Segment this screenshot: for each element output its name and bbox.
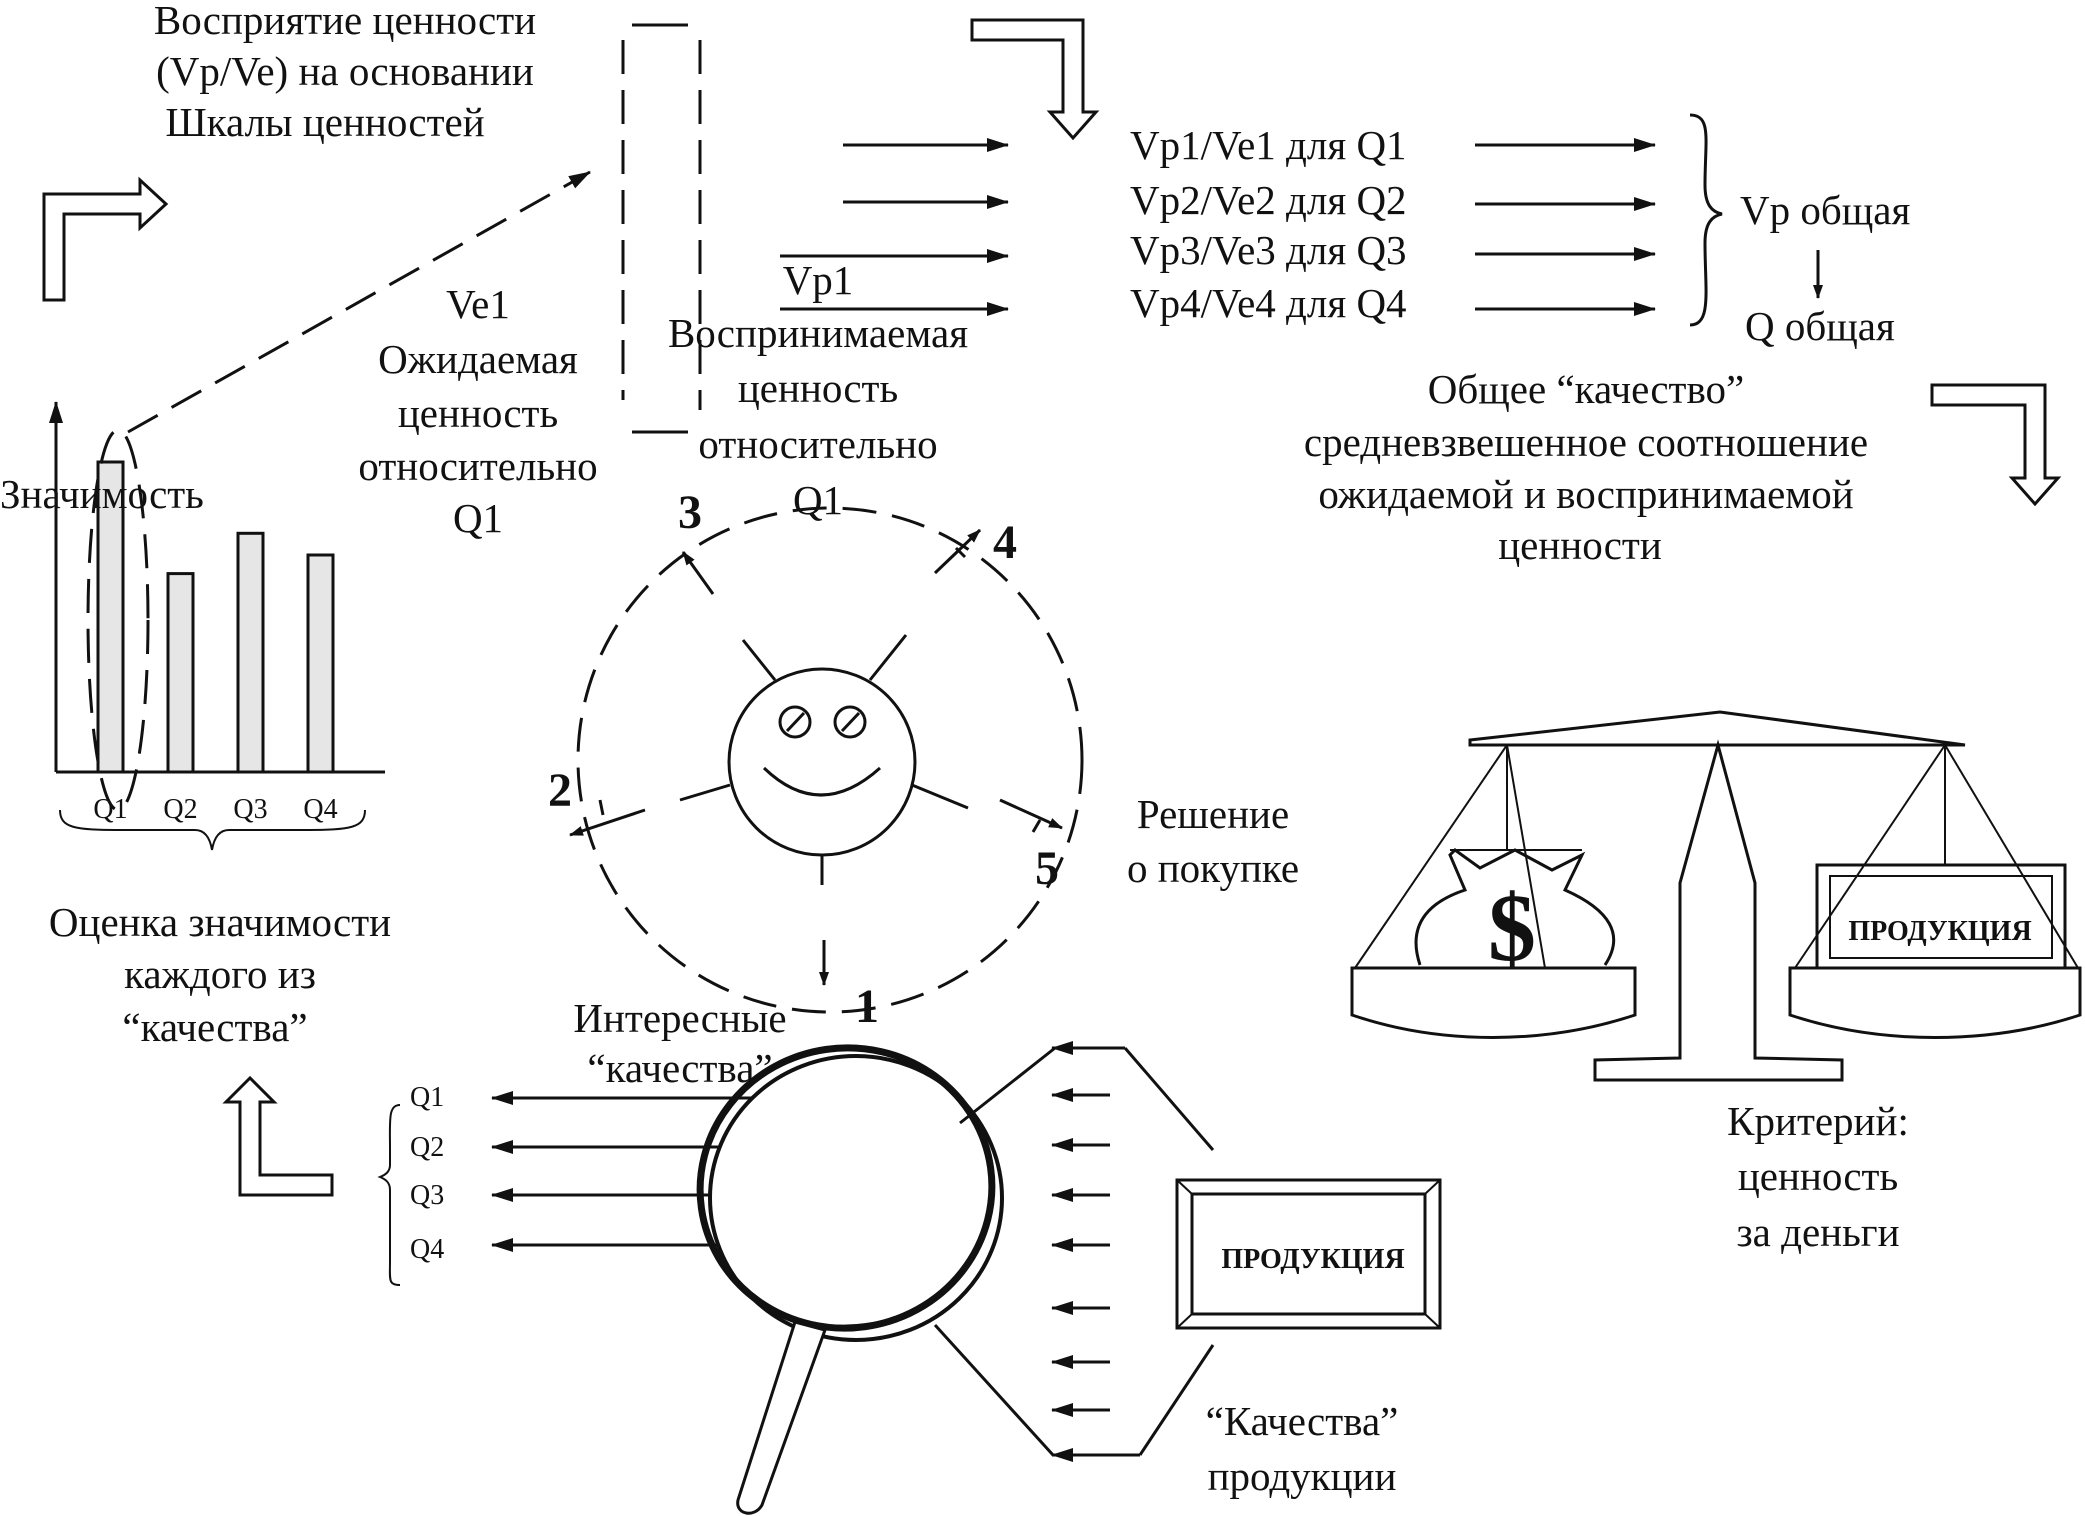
step-number-4: 4 bbox=[993, 516, 1017, 569]
input-arrows bbox=[780, 138, 1009, 316]
overall-line-4: ценности bbox=[1498, 522, 1662, 568]
product-qualities-label: “Качества” продукции bbox=[1206, 1398, 1399, 1499]
expected-value-label: Ve1 Ожидаемая ценность относительно Q1 bbox=[358, 281, 597, 541]
ve1-line-2: Ожидаемая bbox=[378, 336, 578, 382]
evaluation-line-2: каждого из bbox=[124, 951, 316, 997]
chart-category-brace bbox=[59, 809, 366, 851]
bar-label-q1: Q1 bbox=[93, 794, 127, 825]
bar-label-q4: Q4 bbox=[303, 794, 337, 825]
interesting-line-1: Интересные bbox=[573, 995, 786, 1041]
ve1-line-1: Ve1 bbox=[446, 281, 510, 327]
step-number-1: 1 bbox=[855, 980, 879, 1033]
quality-q2: Q2 bbox=[410, 1132, 444, 1163]
qualities-brace bbox=[377, 1104, 401, 1286]
ratio-q1: Vp1/Ve1 для Q1 bbox=[1130, 122, 1407, 168]
criterion-line-3: за деньги bbox=[1736, 1209, 1899, 1255]
ratio-brace bbox=[1689, 113, 1723, 327]
overall-quality-text: Общее “качество” средневзвешенное соотно… bbox=[1304, 366, 1868, 568]
evaluation-label: Оценка значимости каждого из “качества” bbox=[49, 899, 391, 1050]
vp1-line-1: Vp1 bbox=[783, 257, 854, 303]
product-qualities-line-2: продукции bbox=[1208, 1453, 1397, 1499]
vp-total: Vp общая bbox=[1740, 187, 1910, 233]
vp1-line-3: ценность bbox=[738, 365, 898, 411]
balance-scale-icon: $ ПРОДУКЦИЯ bbox=[1350, 710, 2082, 1082]
ve1-line-4: относительно bbox=[358, 443, 597, 489]
vp1-line-4: относительно bbox=[698, 421, 937, 467]
ratio-list: Vp1/Ve1 для Q1 Vp2/Ve2 для Q2 Vp3/Ve3 дл… bbox=[1130, 122, 1407, 326]
perception-line-3: Шкалы ценностей bbox=[165, 99, 484, 145]
bar-q1 bbox=[96, 460, 125, 774]
purchase-decision-label: Решение о покупке bbox=[1127, 791, 1299, 891]
quality-q3: Q3 bbox=[410, 1180, 444, 1211]
decision-arrows bbox=[569, 528, 1063, 986]
perception-line-1: Восприятие ценности bbox=[154, 0, 536, 43]
criterion-line-2: ценность bbox=[1738, 1153, 1898, 1199]
importance-label: Значимость bbox=[0, 471, 204, 517]
q-total: Q общая bbox=[1745, 303, 1895, 349]
interesting-qualities-label: Интересные “качества” bbox=[573, 995, 786, 1091]
step-number-3: 3 bbox=[678, 486, 702, 539]
money-bag-symbol: $ bbox=[1488, 874, 1536, 981]
ratio-q2: Vp2/Ve2 для Q2 bbox=[1130, 177, 1407, 223]
perception-line-2: (Vp/Ve) на основании bbox=[156, 48, 534, 94]
q1-highlight-ellipse bbox=[86, 428, 150, 812]
ve1-line-5: Q1 bbox=[453, 495, 503, 541]
quality-arrows bbox=[491, 1091, 775, 1252]
perceived-value-label: Vp1 Воспринимаемая ценность относительно… bbox=[668, 257, 968, 523]
interesting-line-2: “качества” bbox=[587, 1045, 772, 1091]
bar-label-q3: Q3 bbox=[233, 794, 267, 825]
evaluation-line-1: Оценка значимости bbox=[49, 899, 391, 945]
bar-q4 bbox=[306, 553, 335, 774]
overall-line-3: ожидаемой и воспринимаемой bbox=[1318, 471, 1853, 517]
decision-dashed-circle bbox=[576, 506, 1084, 1014]
vp1-line-5: Q1 bbox=[793, 477, 843, 523]
qualities-list: Q1 Q2 Q3 Q4 bbox=[410, 1082, 444, 1265]
ratio-q3: Vp3/Ve3 для Q3 bbox=[1130, 227, 1407, 273]
criterion-label: Критерий: ценность за деньги bbox=[1727, 1098, 1909, 1255]
step-numbers: 1 2 3 4 5 bbox=[548, 486, 1059, 1033]
step-number-2: 2 bbox=[548, 764, 572, 817]
consumer-face bbox=[679, 634, 969, 885]
magnifier-icon bbox=[696, 1044, 1056, 1515]
quality-q4: Q4 bbox=[410, 1234, 444, 1265]
vp1-line-2: Воспринимаемая bbox=[668, 310, 968, 356]
product-box: ПРОДУКЦИЯ bbox=[1175, 1178, 1442, 1330]
hollow-turn-arrow-up bbox=[222, 1075, 334, 1197]
ratio-arrows bbox=[1475, 138, 1656, 316]
product-qualities-line-1: “Качества” bbox=[1206, 1398, 1399, 1444]
bar-q3 bbox=[236, 531, 265, 774]
hollow-turn-arrow-down-right bbox=[1930, 383, 2062, 507]
quality-q1: Q1 bbox=[410, 1082, 444, 1113]
perception-title: Восприятие ценности (Vp/Ve) на основании… bbox=[154, 0, 536, 145]
scale-product-label: ПРОДУКЦИЯ bbox=[1848, 916, 2031, 947]
decision-line-1: Решение bbox=[1137, 791, 1289, 837]
ratio-q4: Vp4/Ve4 для Q4 bbox=[1130, 280, 1407, 326]
hollow-turn-arrow-down bbox=[970, 18, 1100, 141]
product-quality-arrows bbox=[1051, 1041, 1215, 1462]
importance-bar-chart: Q1 Q2 Q3 Q4 Значимость bbox=[0, 401, 385, 851]
step-number-5: 5 bbox=[1035, 842, 1059, 895]
product-box-label: ПРОДУКЦИЯ bbox=[1221, 1244, 1404, 1275]
perception-bracket bbox=[621, 23, 702, 434]
overall-line-2: средневзвешенное соотношение bbox=[1304, 419, 1868, 465]
evaluation-line-3: “качества” bbox=[122, 1004, 307, 1050]
bar-label-q2: Q2 bbox=[163, 794, 197, 825]
criterion-line-1: Критерий: bbox=[1727, 1098, 1909, 1144]
decision-line-2: о покупке bbox=[1127, 845, 1299, 891]
overall-line-1: Общее “качество” bbox=[1428, 366, 1744, 412]
ve1-line-3: ценность bbox=[398, 390, 558, 436]
hollow-turn-arrow-right bbox=[42, 176, 169, 302]
bar-q2 bbox=[166, 572, 195, 774]
q1-to-perception-arrow bbox=[127, 170, 591, 434]
